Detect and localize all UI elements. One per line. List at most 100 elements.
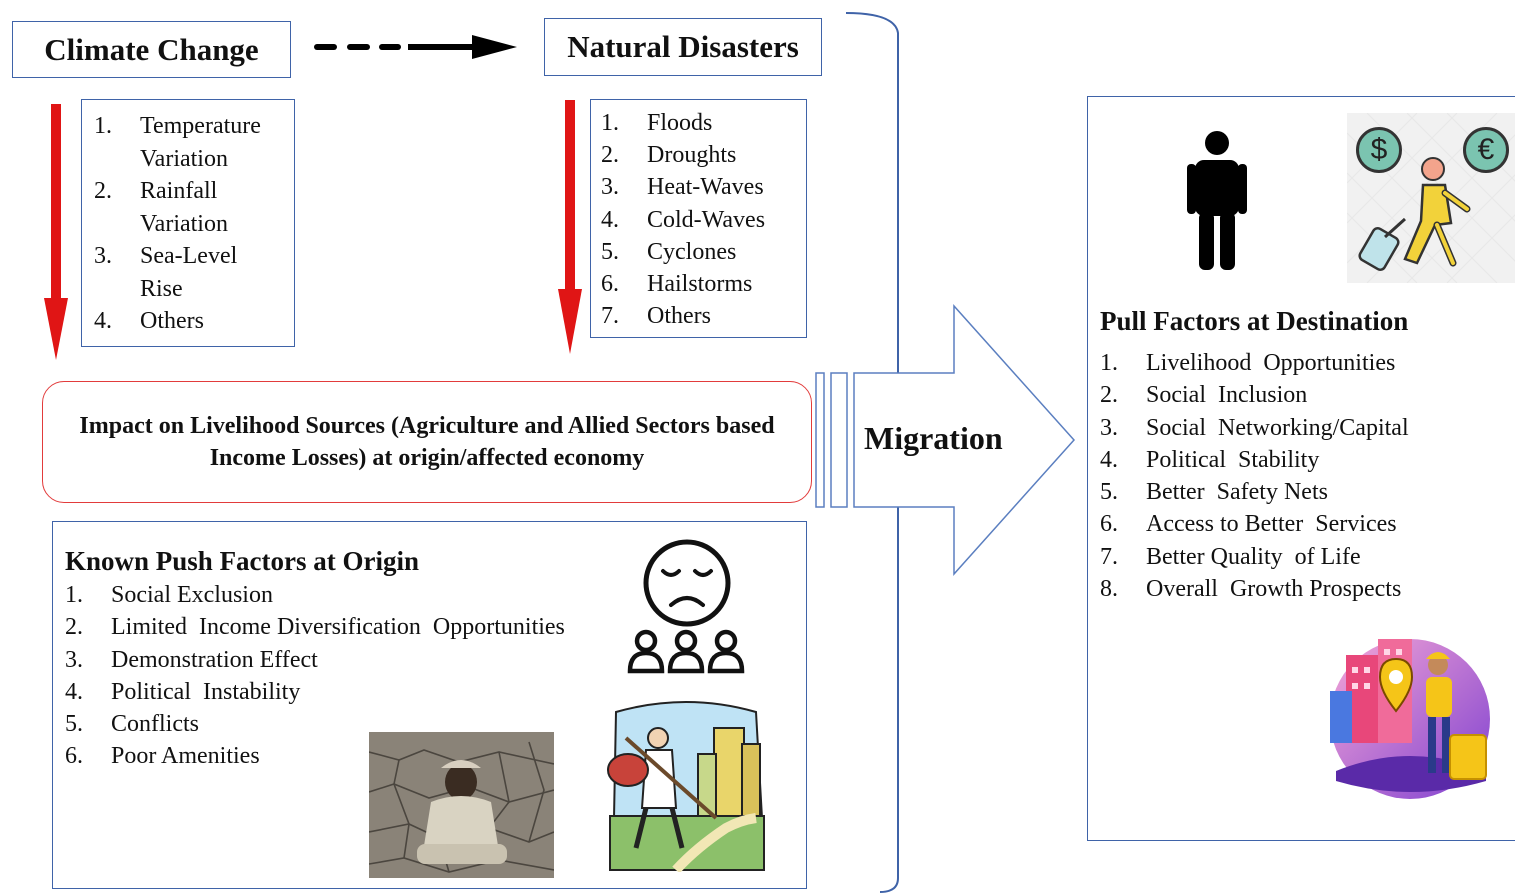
natural-disaster-item-text: Others xyxy=(647,303,711,330)
natural-disaster-item-number: 4. xyxy=(601,206,619,233)
dollar-coin-icon: $ xyxy=(1356,127,1402,173)
pull-factor-item: 3. Social Networking/Capital xyxy=(1100,412,1409,444)
climate-change-title: Climate Change xyxy=(12,21,291,78)
climate-change-item: 1. Temperature Variation xyxy=(94,110,294,175)
city-destination-illustration xyxy=(1330,639,1490,799)
pull-factor-item-text: Social Networking/Capital xyxy=(1146,414,1409,441)
dashed-arrow xyxy=(314,35,517,59)
push-factor-item-number: 3. xyxy=(65,646,83,673)
natural-disaster-item: 2. Droughts xyxy=(601,139,806,171)
grouping-bracket xyxy=(845,12,899,893)
natural-disasters-list-box: 1. Floods 2. Droughts 3. Heat-Waves 4. Cold-Wav… xyxy=(590,99,807,338)
pull-factor-item-text: Livelihood Opportunities xyxy=(1146,350,1396,376)
euro-coin-icon: € xyxy=(1463,127,1509,173)
dollar-symbol: $ xyxy=(1370,133,1388,166)
climate-change-item-text: Temperature Variation xyxy=(140,113,261,172)
impact-box: Impact on Livelihood Sources (Agricultur… xyxy=(42,381,812,503)
climate-change-item-text: Others xyxy=(140,308,204,334)
climate-change-item-text: Rainfall Variation xyxy=(140,178,228,237)
climate-change-item-number: 4. xyxy=(94,308,112,334)
climate-change-item: 3. Sea-Level Rise xyxy=(94,240,294,305)
impact-line-2: Income Losses) at origin/affected econom… xyxy=(209,445,645,471)
pull-factor-item: 7. Better Quality of Life xyxy=(1100,541,1409,573)
standing-person-icon xyxy=(1187,131,1247,270)
pull-factor-item: 8.Overall Growth Prospects xyxy=(1100,573,1409,605)
push-factor-item: 6. Poor Amenities xyxy=(65,740,565,772)
push-factor-item: 2.Limited Income Diversification Opportu… xyxy=(65,611,565,643)
sad-face-icon xyxy=(643,539,731,627)
push-factor-item: 5.Conflicts xyxy=(65,708,565,740)
people-group-icon xyxy=(627,629,745,674)
climate-change-item: 4. Others xyxy=(94,305,294,338)
natural-disasters-list: 1. Floods 2. Droughts 3. Heat-Waves 4. Cold-Wav… xyxy=(601,107,806,332)
natural-disaster-item: 7. Others xyxy=(601,300,806,332)
euro-symbol: € xyxy=(1477,133,1495,166)
push-factor-item-text: Social Exclusion xyxy=(111,582,273,608)
natural-disaster-item-number: 2. xyxy=(601,142,619,169)
climate-change-title-text: Climate Change xyxy=(44,31,259,67)
natural-disaster-item-number: 3. xyxy=(601,174,619,201)
natural-disaster-item: 4. Cold-Waves xyxy=(601,204,806,236)
natural-disaster-item-text: Droughts xyxy=(647,142,737,169)
natural-disaster-item-number: 7. xyxy=(601,303,619,330)
climate-change-item-text: Sea-Level Rise xyxy=(140,243,238,302)
natural-disasters-title-text: Natural Disasters xyxy=(567,29,799,64)
pull-factor-item-text: Better Quality of Life xyxy=(1146,543,1361,570)
push-factor-item-number: 6. xyxy=(65,743,83,770)
push-factor-item-text: Limited Income Diversification Opportuni… xyxy=(111,614,565,641)
natural-disaster-item-number: 6. xyxy=(601,271,619,298)
red-down-arrow-left xyxy=(44,104,68,360)
push-factor-item: 1. Social Exclusion xyxy=(65,579,565,611)
natural-disasters-title: Natural Disasters xyxy=(544,18,822,76)
push-factors-list: 1. Social Exclusion 2.Limited Income Diver… xyxy=(65,579,565,773)
pull-factors-box: $ € Pull Factors at Destination 1. Liveli… xyxy=(1087,96,1515,841)
pull-factor-item-text: Political Stability xyxy=(1146,446,1320,473)
traveller-currency-graphic: $ € xyxy=(1347,113,1515,283)
pull-factors-list: 1. Livelihood Opportunities 2. Social Inclu… xyxy=(1100,347,1409,605)
migration-arrow xyxy=(815,304,1076,576)
natural-disaster-item-text: Floods xyxy=(647,110,713,136)
pull-factor-item-text: Access to Better Services xyxy=(1146,511,1397,538)
pull-factor-item-number: 6. xyxy=(1100,511,1118,538)
red-down-arrow-right xyxy=(558,100,582,354)
natural-disaster-item-text: Cyclones xyxy=(647,238,737,265)
climate-change-item-number: 2. xyxy=(94,178,112,204)
pull-factor-item: 4. Political Stability xyxy=(1100,444,1409,476)
pull-factor-item: 2. Social Inclusion xyxy=(1100,379,1409,411)
climate-change-list-box: 1. Temperature Variation 2. Rainfall Variat… xyxy=(81,99,295,347)
pull-factor-item: 6. Access to Better Services xyxy=(1100,508,1409,540)
push-factor-item-text: Political Instability xyxy=(111,678,301,705)
climate-change-item-number: 1. xyxy=(94,113,112,139)
natural-disaster-item: 3. Heat-Waves xyxy=(601,171,806,203)
pull-factor-item-number: 3. xyxy=(1100,414,1118,441)
pull-factor-item-number: 4. xyxy=(1100,446,1118,473)
push-factor-item-number: 4. xyxy=(65,678,83,705)
pull-factor-item-number: 2. xyxy=(1100,382,1118,409)
migrant-cartoon-image xyxy=(606,698,768,872)
push-factor-item-text: Demonstration Effect xyxy=(111,646,318,673)
pull-factor-item-text: Social Inclusion xyxy=(1146,382,1308,409)
pull-factor-item-number: 8. xyxy=(1100,576,1118,603)
push-factor-item-number: 1. xyxy=(65,582,83,608)
push-factor-item: 3. Demonstration Effect xyxy=(65,644,565,676)
migration-label: Migration xyxy=(864,420,1003,456)
pull-factor-item: 1. Livelihood Opportunities xyxy=(1100,347,1409,379)
pull-factor-item-text: Better Safety Nets xyxy=(1146,479,1328,506)
climate-change-item-number: 3. xyxy=(94,243,112,269)
natural-disaster-item: 5.Cyclones xyxy=(601,236,806,268)
push-factor-item-number: 5. xyxy=(65,711,83,738)
pull-factor-item: 5. Better Safety Nets xyxy=(1100,476,1409,508)
pull-factors-title: Pull Factors at Destination xyxy=(1100,306,1409,336)
pull-factor-item-number: 1. xyxy=(1100,350,1118,376)
push-factor-item: 4. Political Instability xyxy=(65,676,565,708)
pull-factor-item-number: 5. xyxy=(1100,479,1118,506)
natural-disaster-item-text: Heat-Waves xyxy=(647,174,764,201)
push-factors-box: Known Push Factors at Origin 1. Social Ex… xyxy=(52,521,807,889)
pull-factor-item-number: 7. xyxy=(1100,543,1118,570)
natural-disaster-item: 1. Floods xyxy=(601,107,806,139)
climate-change-item: 2. Rainfall Variation xyxy=(94,175,294,240)
push-factors-title: Known Push Factors at Origin xyxy=(65,546,420,576)
push-factor-item-text: Poor Amenities xyxy=(111,743,260,770)
natural-disaster-item-text: Cold-Waves xyxy=(647,206,766,233)
natural-disaster-item-number: 1. xyxy=(601,110,619,136)
